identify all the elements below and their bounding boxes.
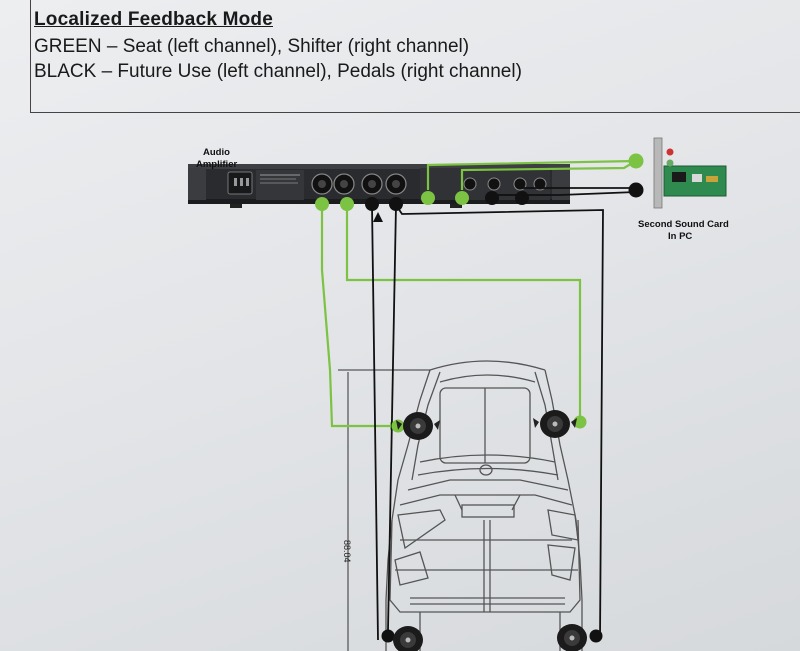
- audio-amplifier: [188, 164, 570, 208]
- black-arrow-head: [373, 212, 383, 222]
- xlr-connector-icon: [311, 173, 407, 195]
- sound-card-label-line1: Second Sound Card: [638, 219, 729, 230]
- sound-card-label-line2: In PC: [668, 231, 692, 242]
- vehicle-frame: [385, 360, 583, 651]
- dimension-marker: [338, 369, 430, 651]
- legend-title: Localized Feedback Mode: [34, 9, 273, 30]
- legend-green-line: GREEN – Seat (left channel), Shifter (ri…: [34, 36, 470, 57]
- legend-box: [30, 0, 800, 113]
- connection-points: [315, 153, 644, 643]
- power-socket-icon: [227, 171, 253, 195]
- amplifier-label-line1: Audio: [203, 147, 230, 158]
- legend-black-line: BLACK – Future Use (left channel), Pedal…: [34, 61, 522, 82]
- green-wiring: [320, 159, 637, 428]
- transducer-icon: [393, 410, 587, 651]
- dimension-label: 88.04: [342, 540, 352, 563]
- sound-card-icon: [653, 137, 727, 209]
- amplifier-label-line2: Amplifier: [196, 159, 237, 170]
